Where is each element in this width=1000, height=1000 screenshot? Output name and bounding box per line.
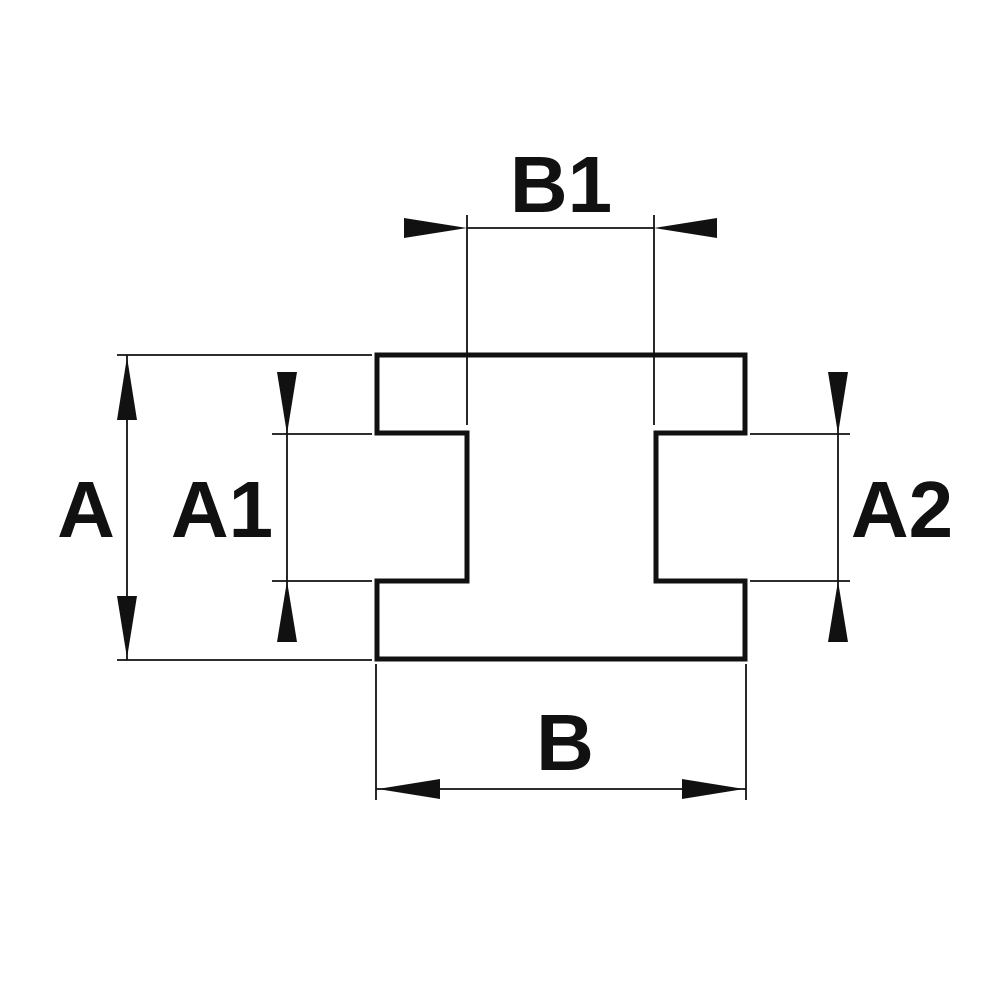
a-label: A [57,465,115,554]
a-arrow-bottom [117,596,137,658]
b-arrow-right [682,779,744,799]
profile-outline [374,352,748,662]
a2-label: A2 [851,465,953,554]
a1-arrow-bottom [277,581,297,642]
a-arrow-top [117,357,137,420]
b1-label: B1 [510,140,612,229]
b1-arrow-left [404,218,467,238]
b-label: B [536,698,594,787]
a1-arrow-top [277,372,297,434]
a2-arrow-top [828,372,848,434]
a2-arrow-bottom [828,581,848,642]
b1-arrow-right [654,218,717,238]
b-arrow-left [378,779,440,799]
a1-label: A1 [171,465,273,554]
